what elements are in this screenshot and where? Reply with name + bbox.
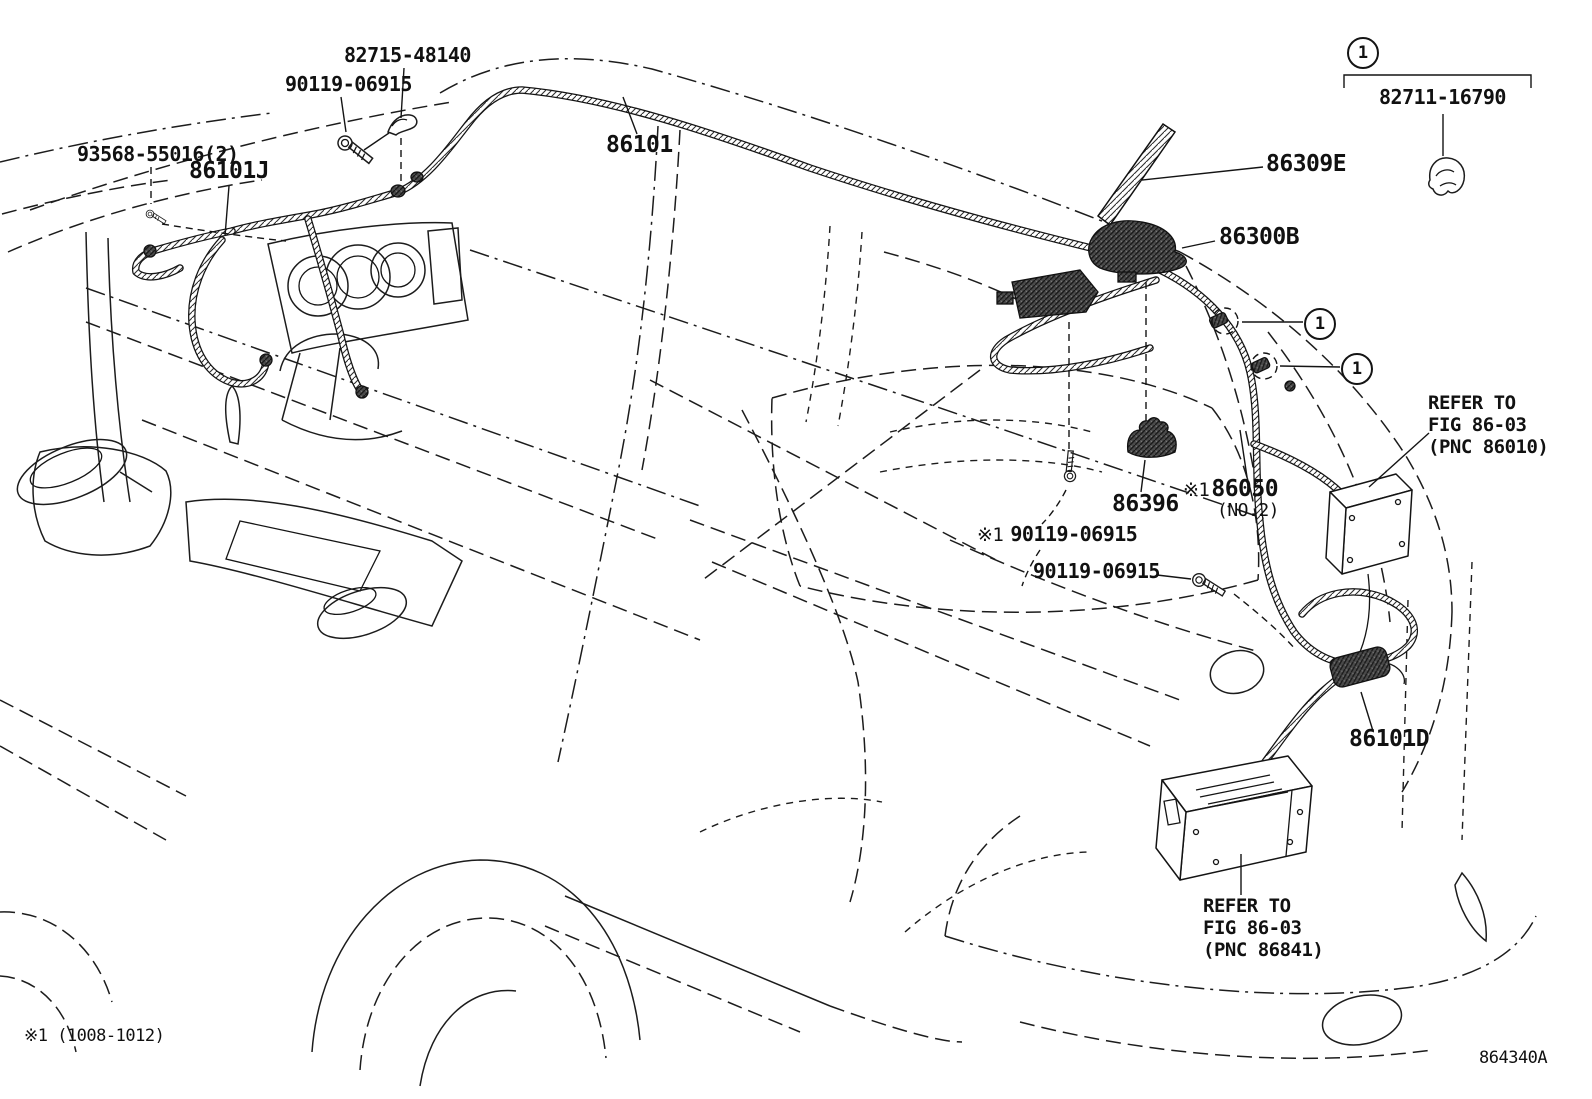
part-label-86050: ※186050 bbox=[1183, 476, 1279, 502]
side-mirror-drawing bbox=[16, 438, 153, 506]
callout-circle-1: 1 bbox=[1341, 353, 1373, 385]
refer-note-pnc-86010: REFER TO FIG 86-03 (PNC 86010) bbox=[1428, 392, 1549, 458]
clamp-82715-drawing bbox=[387, 114, 418, 136]
screw-icon bbox=[337, 135, 374, 165]
refer-line: REFER TO bbox=[1428, 392, 1516, 414]
part-label-86101: 86101 bbox=[606, 132, 673, 158]
tuner-box-drawing bbox=[1155, 755, 1313, 881]
footnote-marker: ※1 bbox=[1183, 479, 1210, 501]
refer-line: (PNC 86010) bbox=[1428, 436, 1549, 458]
part-label-90119-06915-low: 90119-06915 bbox=[1033, 559, 1160, 583]
rear-bumper-drawing bbox=[944, 561, 1537, 1060]
part-label-86101D: 86101D bbox=[1349, 726, 1430, 752]
antenna-amplifier-pad-drawing bbox=[996, 269, 1099, 319]
rear-cord-86101D-connector-drawing bbox=[1329, 646, 1406, 688]
part-label-82715-48140: 82715-48140 bbox=[344, 43, 471, 67]
part-label-82711-16790: 82711-16790 bbox=[1379, 85, 1506, 109]
clip-82711-drawing bbox=[1428, 157, 1466, 196]
callout-number: 1 bbox=[1357, 43, 1369, 63]
refer-line: FIG 86-03 bbox=[1428, 414, 1527, 436]
antenna-mast-drawing bbox=[1096, 122, 1177, 227]
callout-circle-1: 1 bbox=[1347, 37, 1379, 69]
screw-icon bbox=[1063, 450, 1077, 483]
refer-note-pnc-86841: REFER TO FIG 86-03 (PNC 86841) bbox=[1203, 895, 1324, 961]
part-label-90119-06915-top: 90119-06915 bbox=[285, 72, 412, 96]
screw-icon bbox=[1192, 573, 1227, 597]
antenna-cord-86101-drawing bbox=[394, 86, 1132, 261]
front-wheel-partial-drawing bbox=[0, 699, 187, 1053]
refer-line: REFER TO bbox=[1203, 895, 1291, 917]
part-label-86101J: 86101J bbox=[189, 158, 270, 184]
callout-number: 1 bbox=[1314, 314, 1326, 334]
footnote-applicability: ※1 (1008-1012) bbox=[24, 1026, 165, 1046]
callout-number: 1 bbox=[1351, 359, 1363, 379]
antenna-base-drawing bbox=[1088, 220, 1187, 283]
screw-icon bbox=[145, 209, 167, 225]
amplifier-box-drawing bbox=[1325, 473, 1413, 575]
instrument-cluster-drawing bbox=[267, 221, 469, 441]
callout-circle-1: 1 bbox=[1304, 308, 1336, 340]
figure-code: 864340A bbox=[1479, 1048, 1548, 1068]
footnote-marker: ※1 bbox=[977, 524, 1004, 546]
part-label-86396: 86396 bbox=[1112, 491, 1179, 517]
rear-wheel-drawing bbox=[311, 859, 641, 1087]
part-label-93568-55016: 93568-55016(2) bbox=[77, 142, 239, 166]
part-label-86309E: 86309E bbox=[1266, 151, 1347, 177]
grommet-86396-drawing bbox=[1126, 417, 1177, 458]
refer-line: FIG 86-03 bbox=[1203, 917, 1302, 939]
refer-line: (PNC 86841) bbox=[1203, 939, 1324, 961]
part-label-86300B: 86300B bbox=[1219, 224, 1300, 250]
antenna-wiring-drawing bbox=[131, 86, 1418, 770]
dash-cord-86101J-drawing bbox=[131, 171, 424, 399]
leader-lines bbox=[150, 67, 1532, 895]
part-note-no2: (NO.2) bbox=[1217, 500, 1280, 521]
